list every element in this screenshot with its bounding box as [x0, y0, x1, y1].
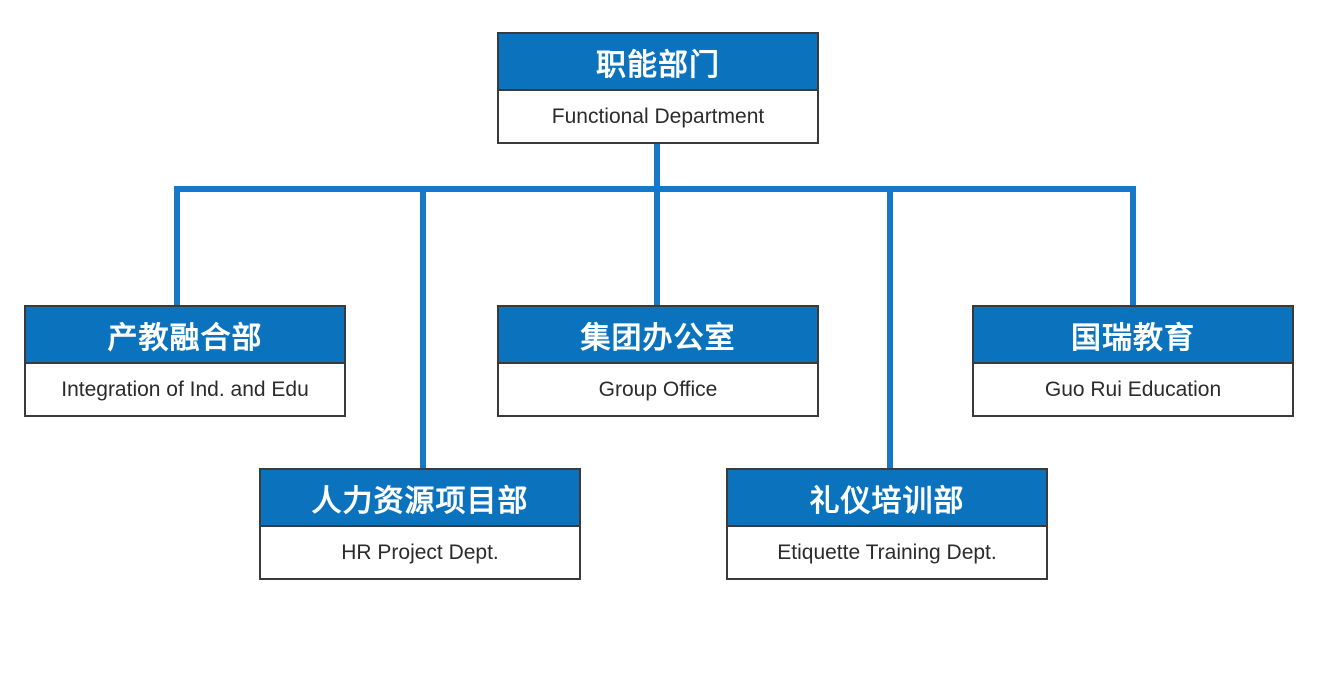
node-guo-rui-education-title-en: Guo Rui Education	[1044, 377, 1222, 401]
node-integration-ind-edu[interactable]: 产教融合部 Integration of Ind. and Edu	[24, 305, 346, 417]
connector-root-stem	[654, 144, 660, 191]
node-hr-project-dept-title-cn: 人力资源项目部	[261, 470, 579, 527]
node-hr-project-dept-title-en: HR Project Dept.	[341, 540, 499, 564]
connector-drop-group-office	[654, 186, 660, 307]
node-etiquette-training-dept-title-en: Etiquette Training Dept.	[777, 540, 997, 564]
connector-drop-hr-project	[420, 186, 426, 470]
node-functional-department[interactable]: 职能部门 Functional Department	[497, 32, 819, 144]
node-group-office[interactable]: 集团办公室 Group Office	[497, 305, 819, 417]
node-group-office-title-cn: 集团办公室	[499, 307, 817, 364]
node-functional-department-title-en: Functional Department	[551, 104, 765, 128]
node-hr-project-dept[interactable]: 人力资源项目部 HR Project Dept.	[259, 468, 581, 580]
node-functional-department-title-cn: 职能部门	[499, 34, 817, 91]
connector-drop-etiquette	[887, 186, 893, 470]
node-etiquette-training-dept-title-cn: 礼仪培训部	[728, 470, 1046, 527]
node-guo-rui-education[interactable]: 国瑞教育 Guo Rui Education	[972, 305, 1294, 417]
node-integration-ind-edu-title-en: Integration of Ind. and Edu	[61, 377, 309, 401]
connector-drop-integration	[174, 186, 180, 307]
connector-drop-guo-rui	[1130, 186, 1136, 307]
node-integration-ind-edu-title-cn: 产教融合部	[26, 307, 344, 364]
node-guo-rui-education-title-cn: 国瑞教育	[974, 307, 1292, 364]
node-group-office-title-en: Group Office	[598, 377, 718, 401]
node-etiquette-training-dept[interactable]: 礼仪培训部 Etiquette Training Dept.	[726, 468, 1048, 580]
